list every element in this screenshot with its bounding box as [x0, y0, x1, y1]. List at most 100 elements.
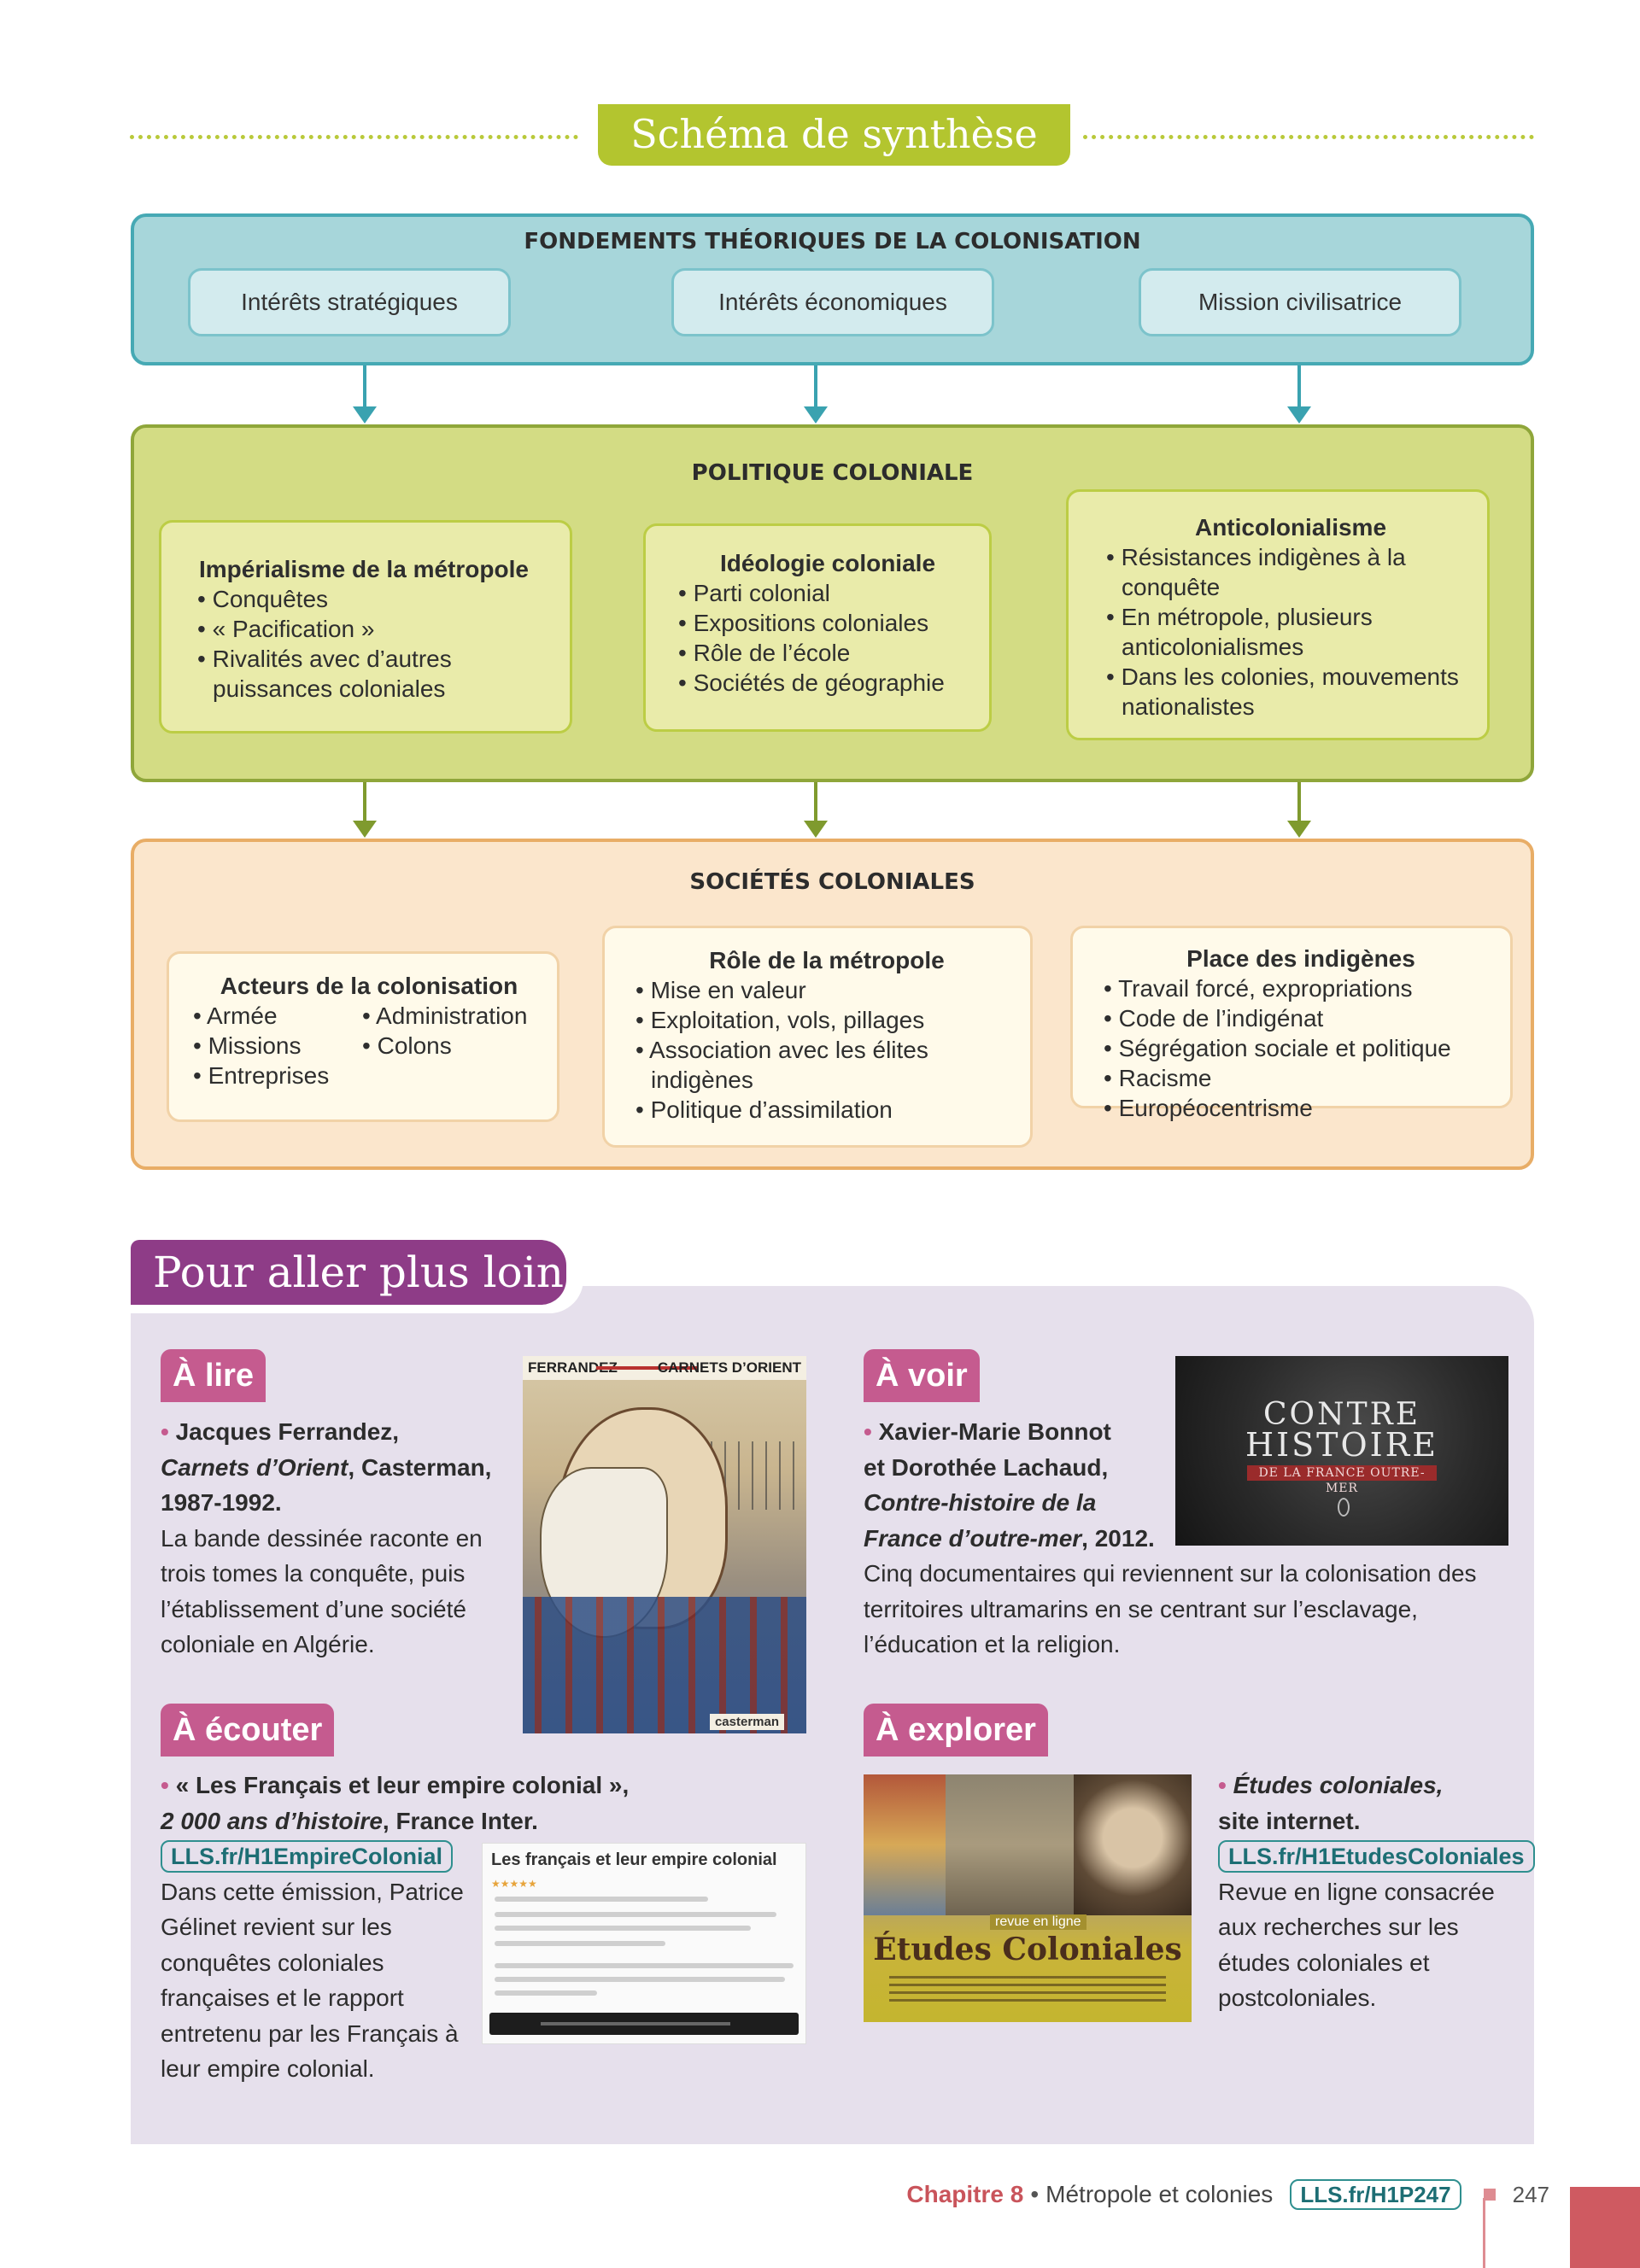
card-imperialisme: Impérialisme de la métropole Conquêtes «…: [159, 520, 572, 734]
voir-year: , 2012.: [1081, 1525, 1155, 1552]
arrow-down-icon: [814, 782, 817, 822]
societes-title: SOCIÉTÉS COLONIALES: [134, 869, 1531, 895]
list-item: Armée: [190, 1001, 359, 1031]
list-item: Travail forcé, expropriations: [1100, 973, 1502, 1003]
card-title: Rôle de la métropole: [632, 945, 1022, 975]
text-line: [495, 1977, 785, 1982]
thumb-figure-icon: [1338, 1498, 1350, 1517]
explorer-work: Études coloniales,: [1233, 1772, 1444, 1798]
list-item: Rivalités avec d’autres puissances colon…: [194, 644, 561, 704]
thumb-line-2: HISTOIRE: [1175, 1426, 1508, 1464]
voir-author-1: Xavier-Marie Bonnot: [879, 1418, 1111, 1445]
footer-link[interactable]: LLS.fr/H1P247: [1290, 2179, 1461, 2210]
page-footer: Chapitre 8 • Métropole et colonies LLS.f…: [906, 2177, 1549, 2212]
explorer-type: site internet.: [1218, 1808, 1360, 1834]
list-item: Parti colonial: [675, 578, 981, 608]
explorer-text: • Études coloniales, site internet. LLS.…: [1218, 1768, 1534, 2016]
text-line: [495, 1941, 665, 1946]
list-item: Européocentrisme: [1100, 1093, 1502, 1123]
cover-troops: [523, 1597, 806, 1733]
text-line: [495, 1963, 794, 1968]
more-title: Pour aller plus loin: [131, 1240, 566, 1305]
voir-work-2: France d’outre-mer: [864, 1525, 1081, 1552]
thumb-photo: [946, 1774, 1074, 1915]
lire-work: Carnets d’Orient: [161, 1454, 348, 1481]
tag-a-voir: À voir: [864, 1349, 980, 1402]
card-anticolonialisme: Anticolonialisme Résistances indigènes à…: [1066, 489, 1490, 740]
thumb-line-3: DE LA FRANCE OUTRE-MER: [1247, 1465, 1437, 1481]
fondements-title: FONDEMENTS THÉORIQUES DE LA COLONISATION: [134, 229, 1531, 254]
corner-tab: [1570, 2187, 1640, 2268]
list-item: Colons: [359, 1031, 529, 1061]
radio-thumb-title: Les français et leur empire colonial: [491, 1850, 777, 1870]
cover-publisher-logo: casterman: [710, 1714, 784, 1730]
ecouter-work: « Les Français et leur empire colonial »…: [176, 1772, 630, 1798]
fondements-item-civilisatrice: Mission civilisatrice: [1139, 268, 1461, 336]
card-place-indigenes: Place des indigènes Travail forcé, expro…: [1070, 926, 1513, 1108]
list-item: Association avec les élites indigènes: [632, 1035, 1022, 1095]
thumb-small-text: [889, 1976, 1166, 2007]
voir-work-1: Contre-histoire de la: [864, 1489, 1096, 1516]
etudes-coloniales-thumbnail: revue en ligne Études Coloniales: [864, 1774, 1192, 2022]
voir-author-2: et Dorothée Lachaud,: [864, 1454, 1108, 1481]
lire-description: La bande dessinée raconte en trois tomes…: [161, 1521, 511, 1663]
lire-years: 1987-1992.: [161, 1489, 282, 1516]
voir-description: Cinq documentaires qui reviennent sur la…: [864, 1556, 1530, 1663]
page-number: 247: [1513, 2182, 1549, 2208]
card-acteurs: Acteurs de la colonisation Armée Mission…: [167, 951, 559, 1122]
arrow-down-icon: [363, 365, 366, 408]
list-item: Entreprises: [190, 1061, 359, 1090]
list-item: Sociétés de géographie: [675, 668, 981, 698]
fondements-box: FONDEMENTS THÉORIQUES DE LA COLONISATION…: [131, 213, 1534, 365]
lire-text: • Jacques Ferrandez, Carnets d’Orient, C…: [161, 1414, 511, 1663]
card-title: Idéologie coloniale: [675, 548, 981, 578]
contre-histoire-thumbnail: CONTRE HISTOIRE DE LA FRANCE OUTRE-MER: [1175, 1356, 1508, 1546]
list-item: Code de l’indigénat: [1100, 1003, 1502, 1033]
list-item: Ségrégation sociale et politique: [1100, 1033, 1502, 1063]
ecouter-station: , France Inter.: [383, 1808, 538, 1834]
footer-vertical-line: [1483, 2198, 1485, 2268]
list-item: Résistances indigènes à la conquête: [1103, 542, 1479, 602]
text-line: [495, 1912, 776, 1917]
list-item: Conquêtes: [194, 584, 561, 614]
card-role-metropole: Rôle de la métropole Mise en valeur Expl…: [602, 926, 1033, 1148]
list-item: Expositions coloniales: [675, 608, 981, 638]
fondements-item-strategiques: Intérêts stratégiques: [188, 268, 511, 336]
schema-title: Schéma de synthèse: [598, 104, 1070, 166]
lire-author: Jacques Ferrandez,: [176, 1418, 399, 1445]
title-dots-left: [130, 135, 578, 139]
arrow-down-icon: [363, 782, 366, 822]
rating-stars-icon: ★★★★★: [491, 1878, 537, 1890]
ecouter-link[interactable]: LLS.fr/H1EmpireColonial: [161, 1840, 453, 1873]
text-line: [495, 1990, 597, 1996]
list-item: Missions: [190, 1031, 359, 1061]
footer-separator: •: [1030, 2181, 1039, 2208]
politique-box: POLITIQUE COLONIALE Impérialisme de la m…: [131, 424, 1534, 782]
footer-title: Métropole et colonies: [1046, 2181, 1273, 2208]
cover-series: CARNETS D’ORIENT: [658, 1359, 801, 1377]
explorer-link[interactable]: LLS.fr/H1EtudesColoniales: [1218, 1840, 1535, 1873]
thumb-poster: [864, 1774, 946, 1915]
card-title: Impérialisme de la métropole: [194, 554, 561, 584]
thumb-subtitle: revue en ligne: [990, 1914, 1086, 1930]
politique-title: POLITIQUE COLONIALE: [134, 460, 1531, 486]
audio-player[interactable]: [489, 2013, 799, 2035]
radio-page-thumbnail: Les français et leur empire colonial ★★★…: [482, 1843, 806, 2044]
ecouter-description: Dans cette émission, Patrice Gélinet rev…: [161, 1874, 468, 2087]
fondements-item-economiques: Intérêts économiques: [671, 268, 994, 336]
list-item: Politique d’assimilation: [632, 1095, 1022, 1125]
list-item: Rôle de l’école: [675, 638, 981, 668]
tag-a-lire: À lire: [161, 1349, 266, 1402]
thumb-title: Études Coloniales: [864, 1932, 1192, 1967]
thumb-portrait: [1074, 1774, 1192, 1915]
text-line: [495, 1897, 708, 1902]
tag-a-explorer: À explorer: [864, 1704, 1048, 1757]
list-item: Administration: [359, 1001, 529, 1031]
footer-chapter: Chapitre 8: [906, 2181, 1023, 2208]
societes-box: SOCIÉTÉS COLONIALES Acteurs de la coloni…: [131, 839, 1534, 1170]
list-item: Exploitation, vols, pillages: [632, 1005, 1022, 1035]
list-item: Dans les colonies, mouvements nationalis…: [1103, 662, 1479, 722]
cover-banner: FERRANDEZ CARNETS D’ORIENT: [523, 1356, 806, 1380]
list-item: « Pacification »: [194, 614, 561, 644]
arrow-down-icon: [1297, 782, 1301, 822]
